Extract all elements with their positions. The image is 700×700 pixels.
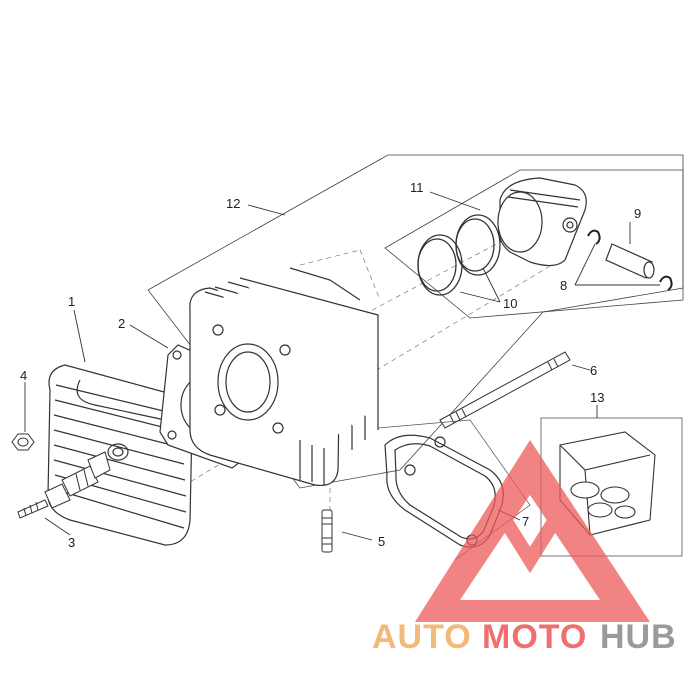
callout-7: 7: [522, 514, 529, 529]
stud-short: [321, 509, 333, 553]
callout-labels: 1 2 3 4 5 6 7 8 9 10 11 12 13: [20, 180, 641, 550]
watermark-auto: AUTO: [372, 618, 472, 656]
watermark-moto: MOTO: [482, 618, 587, 656]
callout-4: 4: [20, 368, 27, 383]
callout-3: 3: [68, 535, 75, 550]
callout-11: 11: [410, 180, 424, 195]
spark-plug: [17, 451, 111, 519]
watermark-logo: [415, 440, 650, 622]
group-outline-11: [384, 169, 684, 319]
callout-1: 1: [68, 294, 75, 309]
watermark-text: AUTO MOTO HUB: [372, 618, 677, 656]
piston-pin: [605, 243, 655, 279]
piston-pin-clips: [587, 229, 673, 291]
callout-12: 12: [226, 196, 240, 211]
callout-10: 10: [503, 296, 517, 311]
callout-2: 2: [118, 316, 125, 331]
callout-13: 13: [590, 390, 604, 405]
cylinder-block: [189, 267, 379, 487]
watermark-hub: HUB: [600, 618, 677, 656]
cylinder-head: [47, 364, 193, 546]
callout-5: 5: [378, 534, 385, 549]
piston: [497, 177, 587, 267]
gasket-kit-bag: [559, 431, 656, 536]
watermark-triangle-icon: [415, 440, 650, 622]
stud-long: [439, 351, 571, 429]
callout-8: 8: [560, 278, 567, 293]
piston-rings: [417, 214, 501, 296]
callout-9: 9: [634, 206, 641, 221]
nut: [11, 433, 35, 451]
callout-6: 6: [590, 363, 597, 378]
leader-lines: [24, 191, 660, 541]
